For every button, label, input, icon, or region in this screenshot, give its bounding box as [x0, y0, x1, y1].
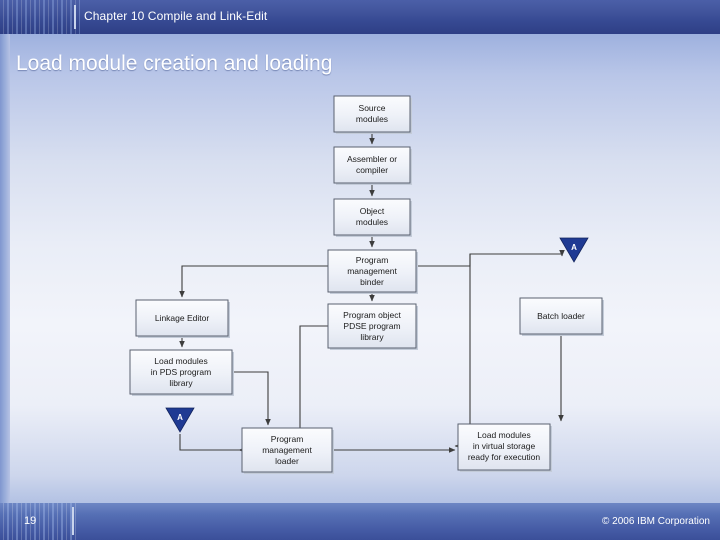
copyright-notice: © 2006 IBM Corporation	[602, 516, 710, 527]
node-batch-loader: Batch loader	[519, 297, 604, 336]
node-label: Assembler or	[347, 154, 397, 164]
flow-diagram-svg: Source modules Assembler or compiler Obj…	[129, 95, 604, 474]
node-label: ready for execution	[468, 452, 541, 462]
node-label: PDSE program	[343, 321, 400, 331]
node-label: binder	[360, 277, 384, 287]
node-load-modules-pds-library: Load modules in PDS program library	[129, 349, 234, 396]
node-label: in PDS program	[151, 367, 211, 377]
node-label: Load modules	[477, 430, 530, 440]
connector-label: A	[177, 413, 183, 422]
header-divider	[74, 5, 76, 29]
node-label: Program object	[343, 310, 401, 320]
node-object-modules: Object modules	[333, 198, 412, 237]
footer-band: 19 © 2006 IBM Corporation	[0, 503, 720, 540]
diagram-nodes: Source modules Assembler or compiler Obj…	[129, 95, 604, 474]
node-label: Linkage Editor	[155, 313, 210, 323]
node-assembler-or-compiler: Assembler or compiler	[333, 146, 412, 185]
left-edge-decoration	[0, 34, 10, 504]
node-program-management-binder: Program management binder	[327, 249, 418, 294]
node-label: management	[347, 266, 397, 276]
node-label: modules	[356, 217, 388, 227]
connector-a-top-marker: A	[559, 237, 589, 263]
node-load-modules-virtual-storage: Load modules in virtual storage ready fo…	[457, 423, 552, 472]
diagram-connectors: A A	[165, 237, 589, 433]
node-label: in virtual storage	[473, 441, 536, 451]
footer-divider	[72, 507, 74, 535]
connector-label: A	[571, 243, 577, 252]
node-label: Batch loader	[537, 311, 585, 321]
node-label: Source	[359, 103, 386, 113]
chapter-title: Chapter 10 Compile and Link-Edit	[84, 9, 268, 23]
node-source-modules: Source modules	[333, 95, 412, 134]
connector-a-bottom-marker: A	[165, 407, 195, 433]
page-number: 19	[24, 515, 37, 527]
footer-stripe-decoration	[0, 503, 78, 540]
node-label: management	[262, 445, 312, 455]
node-label: Program	[356, 255, 389, 265]
node-label: library	[360, 332, 384, 342]
node-label: Load modules	[154, 356, 207, 366]
node-label: loader	[275, 456, 299, 466]
node-label: compiler	[356, 165, 388, 175]
node-program-object-pdse-library: Program object PDSE program library	[327, 303, 418, 350]
node-label: library	[169, 378, 193, 388]
node-label: Object	[360, 206, 385, 216]
node-label: modules	[356, 114, 388, 124]
header-stripe-decoration	[0, 0, 80, 34]
node-linkage-editor: Linkage Editor	[135, 299, 230, 338]
flow-diagram: Source modules Assembler or compiler Obj…	[0, 86, 720, 486]
page-title: Load module creation and loading	[16, 52, 333, 75]
node-label: Program	[271, 434, 304, 444]
header-band	[0, 0, 720, 34]
node-program-management-loader: Program management loader	[241, 427, 334, 474]
